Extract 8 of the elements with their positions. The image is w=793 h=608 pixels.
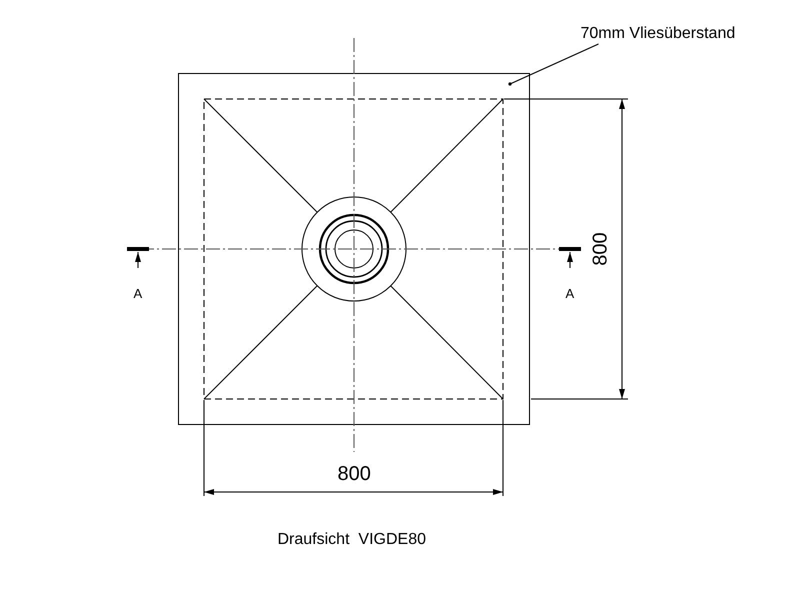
dimension-value: 800 xyxy=(590,232,610,266)
note-label: 70mm Vliesüberstand xyxy=(580,26,736,42)
fleece-overhang-outline xyxy=(178,73,530,425)
dimension-value: 800 xyxy=(338,464,371,484)
section-label: A xyxy=(566,286,574,300)
section-label: A xyxy=(134,286,142,300)
view-caption: Draufsicht VIGDE80 xyxy=(278,532,426,548)
leader-line xyxy=(508,44,599,86)
